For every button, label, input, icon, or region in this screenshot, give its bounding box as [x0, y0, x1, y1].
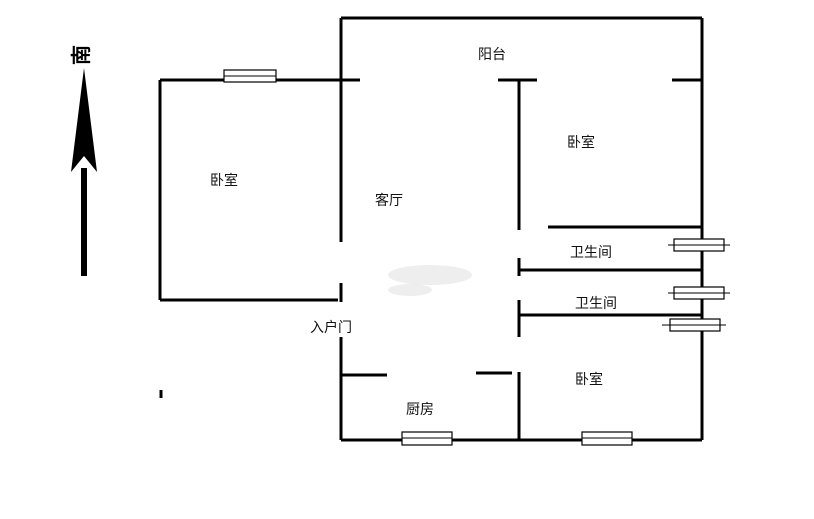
window-west-bedroom	[223, 69, 277, 83]
north-label: 南	[69, 45, 93, 65]
label-bedroom-se: 卧室	[575, 371, 603, 388]
north-arrow: 南	[69, 45, 97, 276]
label-living-room: 客厅	[375, 192, 403, 209]
window-bedroom-se-south	[581, 431, 633, 446]
windows	[223, 69, 730, 446]
window-kitchen	[401, 431, 453, 446]
window-bathroom-2	[668, 286, 730, 300]
label-entrance: 入户门	[310, 319, 352, 336]
label-balcony: 阳台	[478, 47, 506, 63]
north-arrow-head	[71, 68, 97, 172]
room-labels: 阳台 卧室 客厅 卧室 卫生间 卫生间 入户门 厨房 卧室	[210, 47, 617, 418]
walls	[158, 16, 704, 442]
watermark-smudge	[388, 265, 472, 296]
window-bathroom-1	[668, 238, 730, 252]
label-bedroom-ne: 卧室	[567, 134, 595, 151]
window-bedroom-se-east	[662, 318, 726, 332]
label-kitchen: 厨房	[406, 402, 434, 418]
label-bathroom-1: 卫生间	[570, 245, 612, 261]
label-bedroom-west: 卧室	[210, 172, 238, 189]
label-bathroom-2: 卫生间	[575, 296, 617, 312]
